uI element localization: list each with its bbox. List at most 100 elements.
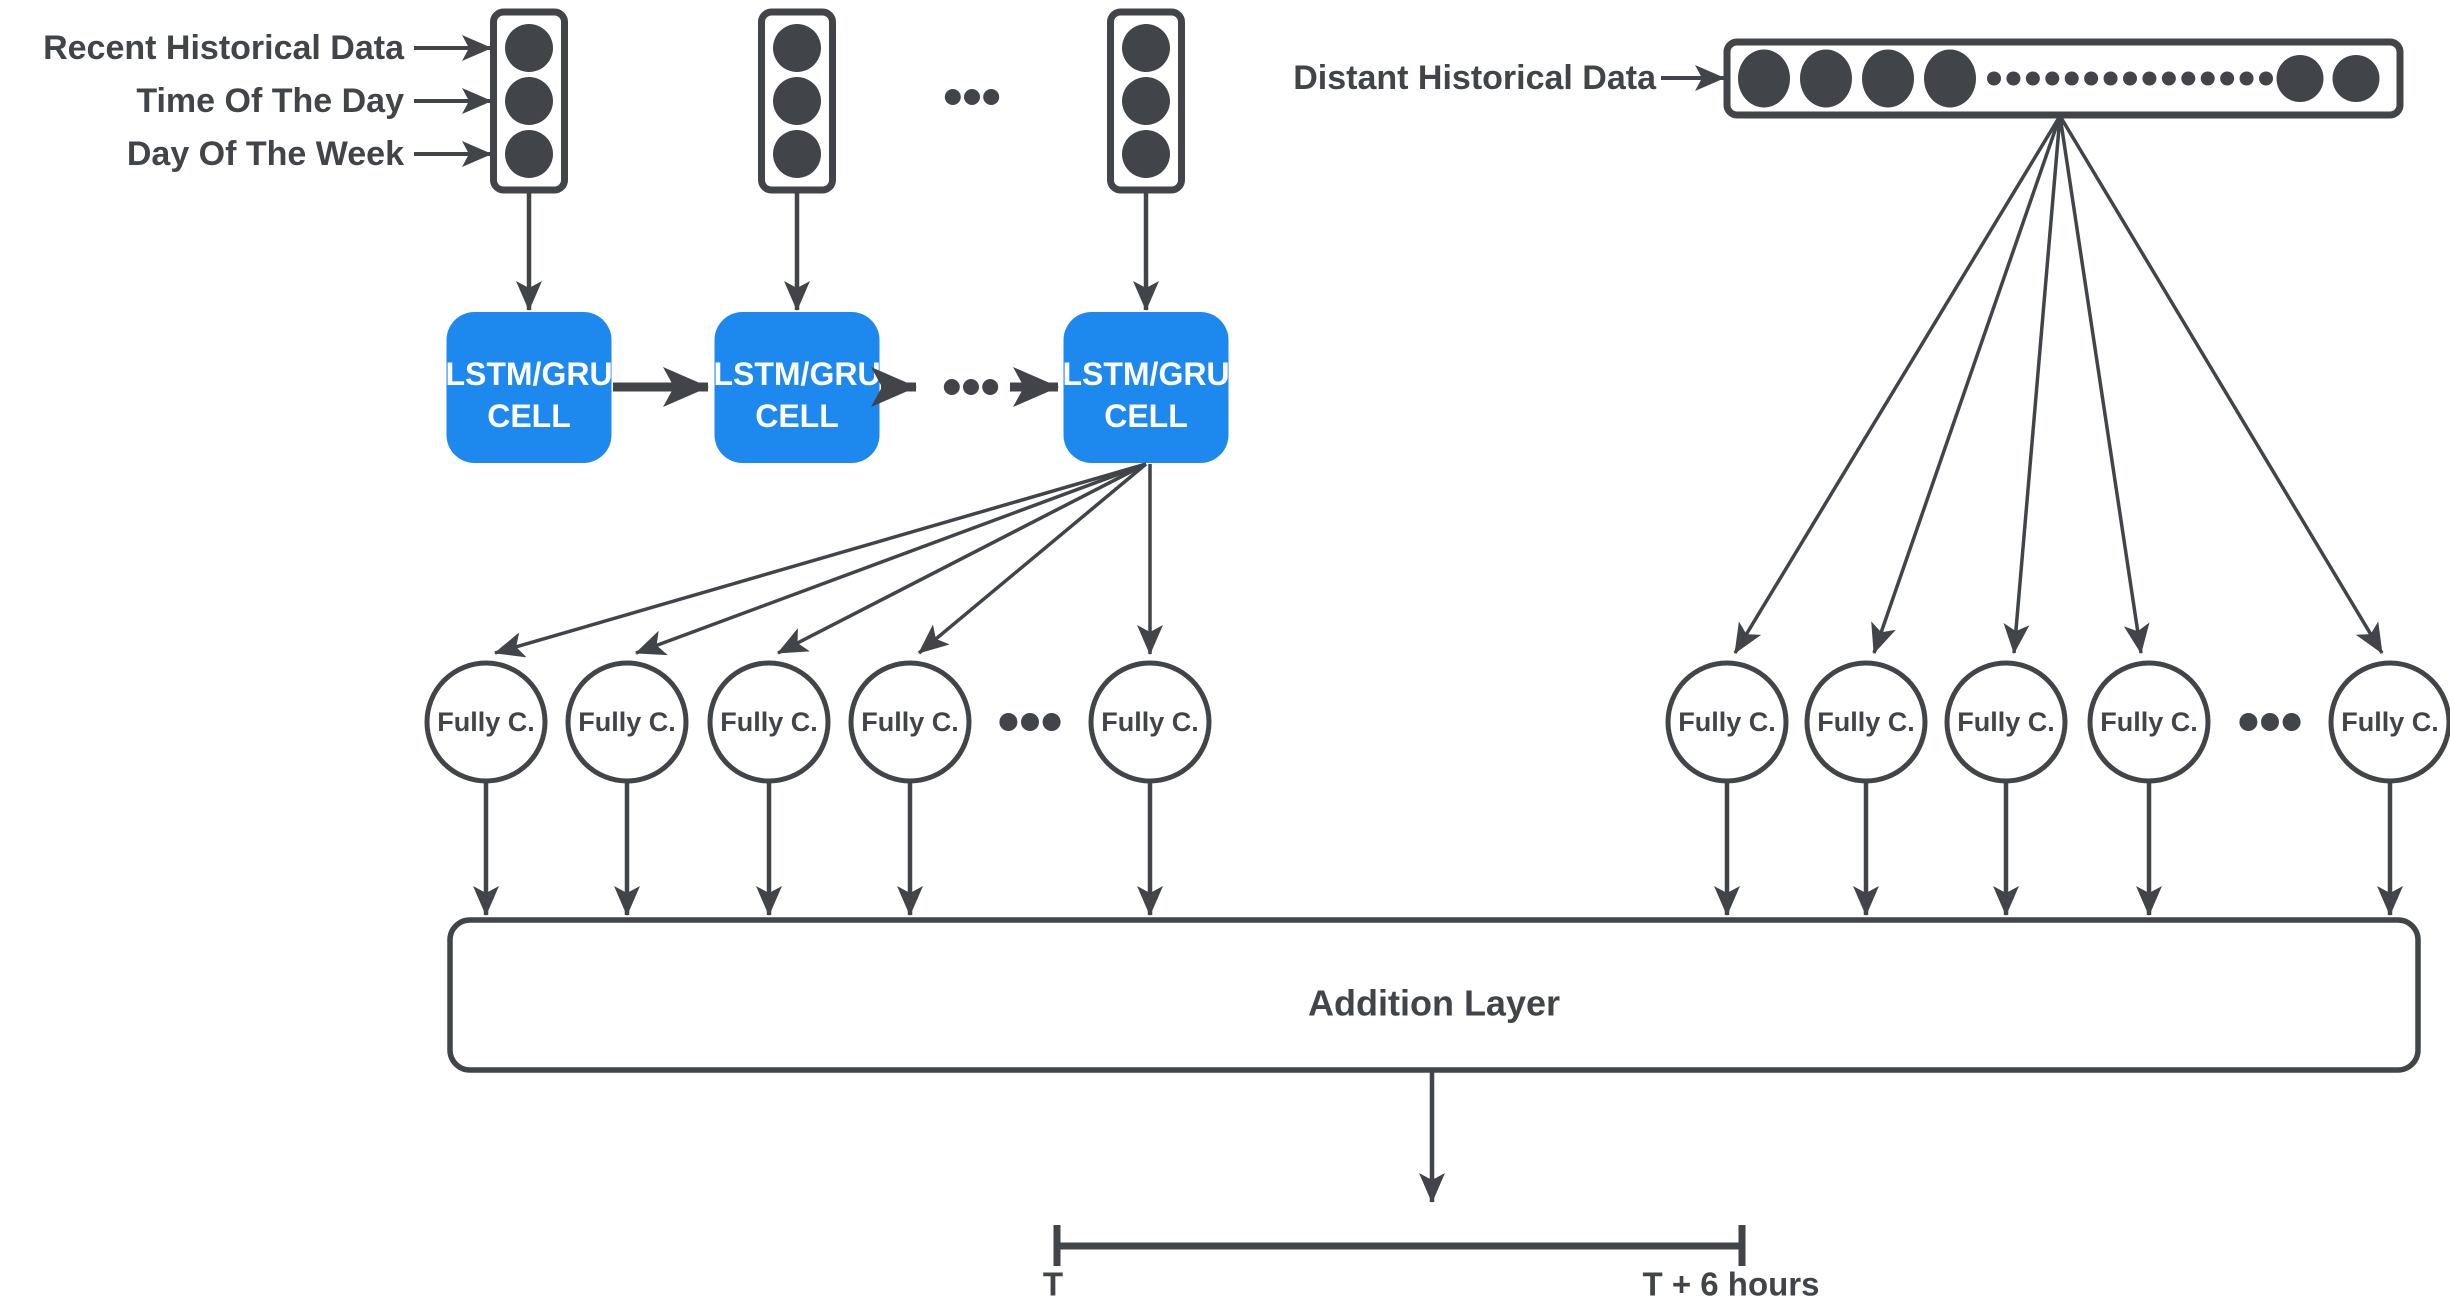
input-vector-column <box>758 8 836 311</box>
input-node <box>773 77 821 125</box>
fan-arrow <box>635 462 1147 656</box>
lstm-gru-cell-box <box>714 312 880 463</box>
distant-small-dot <box>1987 71 2001 86</box>
distant-small-dot <box>2084 71 2099 86</box>
fully-connected-node: Fully C. <box>2087 660 2211 916</box>
fc-right-ellipsis <box>2239 713 2301 731</box>
ellipsis-dot <box>2261 713 2279 731</box>
distant-small-dot <box>2239 71 2254 86</box>
fan-arrow <box>1871 115 2062 654</box>
distant-small-dot <box>2103 71 2118 86</box>
ellipsis-dot <box>982 379 999 395</box>
distant-small-dot <box>2123 71 2137 86</box>
ellipsis-dot <box>2239 713 2258 731</box>
lstm-gru-cell: LSTM/GRU CELL <box>713 312 881 463</box>
fan-arrow <box>2058 115 2384 654</box>
fully-connected-label: Fully C. <box>578 707 676 737</box>
distant-to-fc-fan <box>1733 115 2384 654</box>
distant-small-dot <box>2045 71 2060 86</box>
distant-node <box>1862 49 1914 108</box>
ellipsis-dot <box>1021 713 1039 731</box>
cell-to-fc-fan <box>494 462 1163 658</box>
fan-arrow <box>494 462 1147 658</box>
lstm-gru-cells: LSTM/GRU CELL LSTM/GRU CELL LSTM/GRU CELL <box>445 312 1230 463</box>
input-node <box>1122 77 1170 125</box>
distant-small-dot <box>2200 71 2215 86</box>
timeline-end-label: T + 6 hours <box>1643 1266 1820 1303</box>
fan-arrow <box>1733 115 2062 654</box>
cell-label-line1: LSTM/GRU <box>713 356 880 392</box>
cell-label-line1: LSTM/GRU <box>445 356 612 392</box>
ellipsis-dot <box>964 89 980 105</box>
distant-small-dot <box>2259 71 2273 86</box>
input-columns-ellipsis <box>944 89 1000 105</box>
fully-connected-label: Fully C. <box>861 707 959 737</box>
lstm-gru-cell: LSTM/GRU CELL <box>445 312 613 463</box>
input-node <box>773 24 821 72</box>
distant-small-dot <box>2181 71 2196 86</box>
distant-small-dot <box>2006 71 2021 86</box>
input-node <box>505 77 553 125</box>
distant-node <box>2276 55 2324 102</box>
cell-links <box>613 367 1059 407</box>
ellipsis-dot <box>983 89 1000 105</box>
ellipsis-dot <box>2282 713 2301 731</box>
ellipsis-dot <box>944 89 961 105</box>
fan-arrow <box>917 462 1148 655</box>
distant-small-dot <box>2161 71 2176 86</box>
lstm-gru-cell-box <box>446 312 612 463</box>
ellipsis-dot <box>943 379 960 395</box>
cell-links-ellipsis <box>943 379 999 395</box>
input-vector-column <box>1107 8 1185 311</box>
input-vector-column <box>490 8 568 311</box>
fan-arrow <box>2003 115 2062 654</box>
ellipsis-dot <box>999 713 1018 731</box>
fully-connected-row-left: Fully C. Fully C. Fully C. Fully C. Fully C. <box>424 660 1212 916</box>
output-timeline: T T + 6 hours <box>1043 1225 1820 1303</box>
input-node <box>505 24 553 72</box>
fully-connected-label: Fully C. <box>437 707 535 737</box>
input-node <box>1122 24 1170 72</box>
distant-small-dot <box>2025 71 2040 86</box>
fully-connected-node: Fully C. <box>848 660 972 916</box>
distant-node <box>1800 49 1852 108</box>
fan-arrow <box>2058 115 2150 654</box>
input-label: Time Of The Day <box>136 82 404 120</box>
distant-node <box>1738 49 1790 108</box>
ellipsis-dot <box>1042 713 1061 731</box>
fan-arrow <box>777 462 1147 655</box>
cell-label-line2: CELL <box>487 398 571 434</box>
cell-label-line2: CELL <box>755 398 839 434</box>
fully-connected-label: Fully C. <box>1101 707 1199 737</box>
lstm-gru-cell-box <box>1063 312 1229 463</box>
addition-layer-label: Addition Layer <box>1308 983 1560 1024</box>
addition-layer: Addition Layer <box>447 917 2421 1203</box>
lstm-gru-cell: LSTM/GRU CELL <box>1062 312 1230 463</box>
fully-connected-node: Fully C. <box>707 660 831 916</box>
fully-connected-label: Fully C. <box>1957 707 2055 737</box>
cell-label-line1: LSTM/GRU <box>1062 356 1229 392</box>
fully-connected-node: Fully C. <box>1804 660 1928 916</box>
input-node <box>505 130 553 178</box>
fully-connected-label: Fully C. <box>1817 707 1915 737</box>
input-label: Recent Historical Data <box>43 29 405 67</box>
fully-connected-row-right: Fully C. Fully C. Fully C. Fully C. Fully C. <box>1665 660 2450 916</box>
input-node <box>1122 130 1170 178</box>
fully-connected-label: Fully C. <box>720 707 818 737</box>
fully-connected-node: Fully C. <box>565 660 689 916</box>
fc-left-ellipsis <box>999 713 1061 731</box>
timeline-start-label: T <box>1043 1266 1063 1303</box>
input-node <box>773 130 821 178</box>
input-label: Day Of The Week <box>127 135 404 173</box>
fully-connected-label: Fully C. <box>2100 707 2198 737</box>
fully-connected-node: Fully C. <box>424 660 548 916</box>
fully-connected-label: Fully C. <box>1678 707 1776 737</box>
fully-connected-label: Fully C. <box>2341 707 2439 737</box>
fully-connected-node: Fully C. <box>1665 660 1789 916</box>
ellipsis-dot <box>963 379 979 395</box>
recent-input-columns <box>490 8 1185 311</box>
cell-label-line2: CELL <box>1104 398 1188 434</box>
